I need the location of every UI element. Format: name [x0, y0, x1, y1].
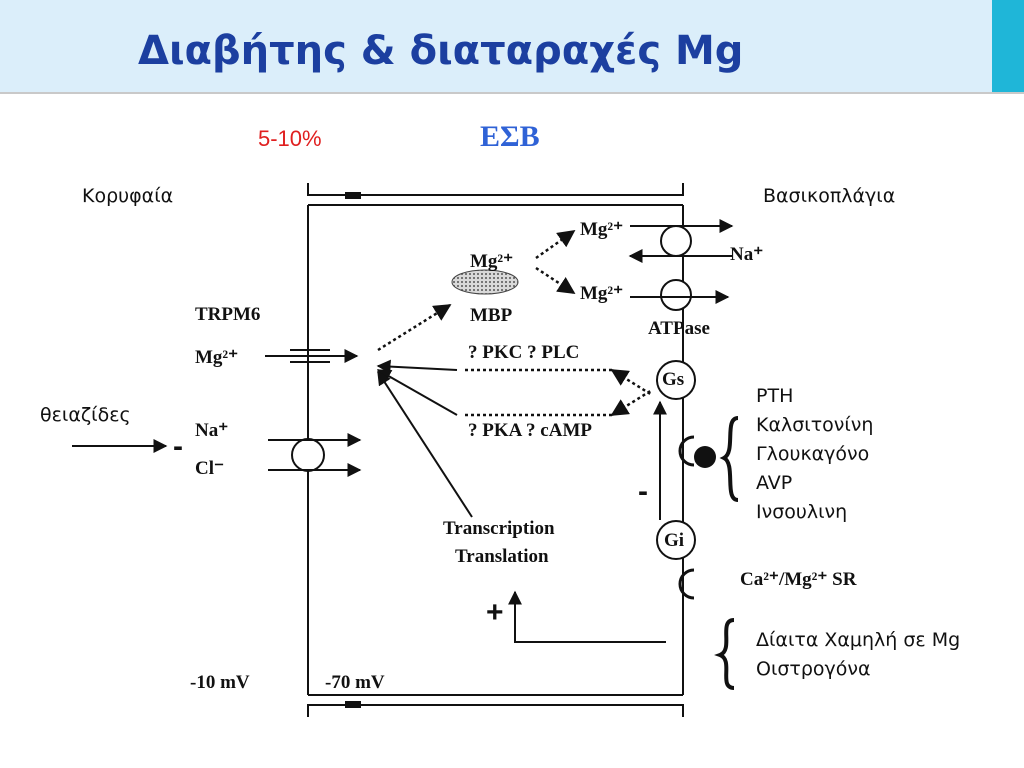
header-divider — [0, 92, 1024, 94]
diet-low-mg: Δίαιτα Χαμηλή σε Mg — [756, 629, 961, 651]
basolateral-label: Βασικοπλάγια — [763, 185, 896, 207]
mbp-to-top-arrow — [535, 229, 576, 260]
hormone-ligand — [694, 446, 716, 468]
header-accent-tab — [992, 0, 1024, 93]
top-junction-mark — [345, 192, 361, 199]
ncc-transporter — [291, 438, 325, 472]
gs-protein — [656, 360, 696, 400]
mbp-to-mid-arrow — [535, 266, 576, 295]
casr-receptor — [678, 568, 695, 600]
na-right-label: Na⁺ — [730, 244, 764, 265]
diet-brace — [714, 618, 735, 690]
transcription-arrow — [377, 370, 473, 518]
hormone-glucagon: Γλουκαγόνο — [756, 443, 870, 465]
diet-list: Δίαιτα Χαμηλή σε Mg Οιστρογόνα — [756, 626, 960, 684]
thiazide-minus-sign: - — [173, 430, 183, 463]
header-band — [0, 0, 992, 93]
hormone-receptor — [678, 435, 695, 467]
mg-top-label: Mg²⁺ — [580, 219, 624, 240]
gs-to-pkc-arrow — [610, 368, 653, 397]
page-title: Διαβήτης & διαταραχές Mg — [138, 28, 744, 74]
feedback-arrow — [508, 590, 666, 643]
hormone-pth: PTH — [756, 385, 794, 407]
pka-camp-label: ? PKA ? cAMP — [468, 420, 593, 441]
na-left-label: Na⁺ — [195, 420, 229, 441]
voltage-left-label: -10 mV — [190, 672, 250, 693]
mg-to-mbp-arrow — [377, 303, 452, 352]
hormone-insulin: Ινσουλινη — [756, 501, 848, 523]
thiazides-label: θειαζίδες — [40, 404, 131, 426]
esb-label: ΕΣΒ — [480, 120, 540, 153]
bottom-junction-mark — [345, 701, 361, 708]
mg-mid-label: Mg²⁺ — [580, 283, 624, 304]
bottom-junction-bracket — [307, 704, 684, 717]
na-mg-exchanger — [660, 225, 692, 257]
hormone-brace — [719, 416, 739, 502]
percent-label: 5-10% — [258, 126, 322, 151]
transcription-label: Transcription — [443, 518, 555, 539]
top-junction-bracket — [307, 183, 684, 196]
mg-mbp-label: Mg²⁺ — [470, 251, 514, 272]
hormone-avp: AVP — [756, 472, 793, 494]
diet-estrogens: Οιστρογόνα — [756, 658, 871, 680]
casr-label: Ca²⁺/Mg²⁺ SR — [740, 569, 857, 590]
pkc-solid-arrow — [376, 359, 458, 374]
pka-solid-arrow — [376, 369, 458, 416]
mbp-label: MBP — [470, 305, 513, 326]
pkc-plc-label: ? PKC ? PLC — [468, 342, 580, 363]
cl-left-label: Cl⁻ — [195, 458, 225, 479]
mbp-blob — [451, 269, 519, 295]
trpm6-label: TRPM6 — [195, 304, 261, 325]
gi-label: Gi — [664, 530, 685, 551]
gs-label: Gs — [662, 369, 685, 390]
mg-left-label: Mg²⁺ — [195, 347, 239, 368]
atpase-label: ATPase — [648, 318, 710, 339]
gi-protein — [656, 520, 696, 560]
hormone-list: PTH Καλσιτονίνη Γλουκαγόνο AVP Ινσουλινη — [756, 382, 873, 527]
voltage-right-label: -70 mV — [325, 672, 385, 693]
translation-label: Translation — [455, 546, 549, 567]
gi-minus-sign: - — [638, 475, 648, 508]
gs-to-pka-arrow — [610, 388, 653, 417]
feedback-plus-sign: + — [486, 596, 504, 629]
atpase-pump — [660, 279, 692, 311]
hormone-calcitonin: Καλσιτονίνη — [756, 414, 874, 436]
apical-label: Κορυφαία — [82, 185, 174, 207]
